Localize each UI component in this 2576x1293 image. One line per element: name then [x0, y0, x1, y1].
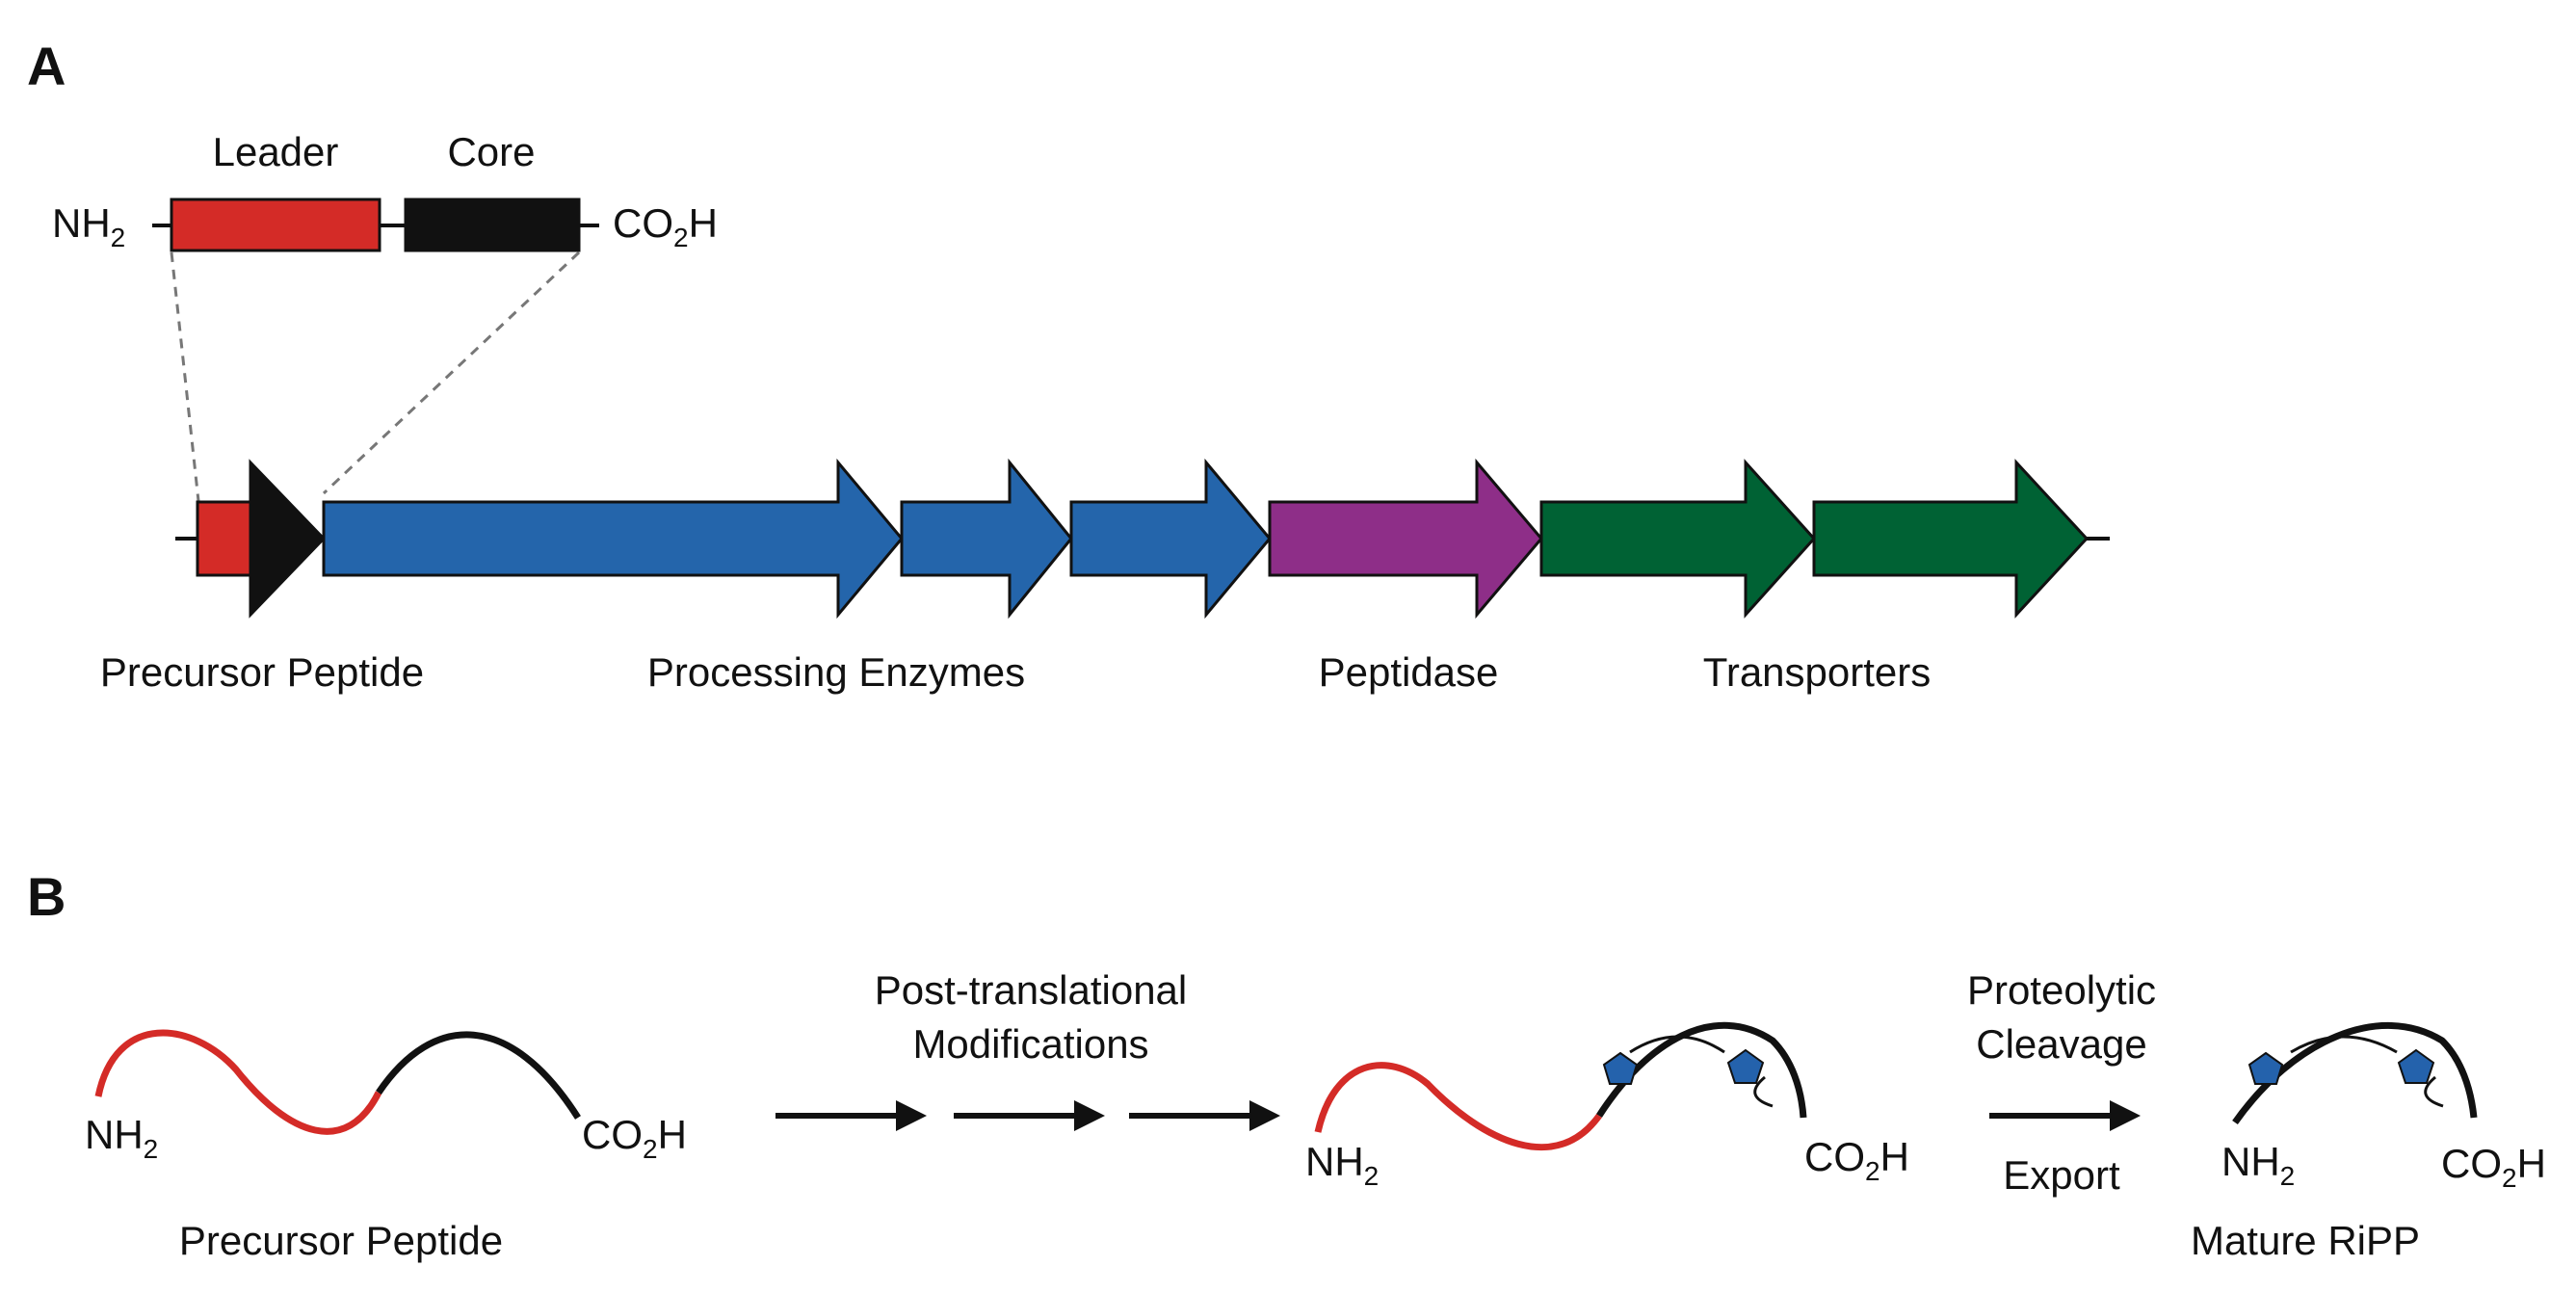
zoom-guide-right [322, 251, 581, 495]
n-terminus-b2: NH2 [1305, 1139, 1379, 1191]
precursor-gene-leader [196, 500, 252, 577]
precursor-peptide-b: NH2 CO2H Precursor Peptide [85, 1029, 687, 1263]
precursor-gene-core [249, 459, 327, 619]
panel-a-letter: A [27, 36, 66, 96]
label-mature-ripp: Mature RiPP [2191, 1218, 2420, 1263]
gene-cluster [175, 458, 2110, 620]
transporter-gene-2 [1812, 459, 2090, 619]
leader-strand [94, 1029, 382, 1135]
leader-domain [170, 198, 381, 252]
peptidase-gene [1268, 458, 1543, 620]
crosslink-2 [1753, 1075, 1774, 1108]
n-terminus-b3: NH2 [2221, 1139, 2295, 1191]
c-terminus-b3: CO2H [2441, 1141, 2546, 1193]
modified-peptide: NH2 CO2H [1305, 1021, 1909, 1191]
n-terminus-b1: NH2 [85, 1112, 158, 1164]
c-terminus-b1: CO2H [582, 1112, 687, 1164]
n-terminus-label: NH2 [52, 200, 125, 252]
label-peptidase: Peptidase [1319, 649, 1499, 695]
label-processing-enzymes: Processing Enzymes [647, 649, 1025, 695]
transporter-gene-1 [1539, 459, 1817, 619]
precursor-domain-diagram: Leader Core NH2 CO2H [52, 129, 718, 502]
processing-enzyme-gene-3 [1069, 458, 1272, 620]
mature-pentagon-1 [2247, 1051, 2284, 1085]
modified-leader-strand [1314, 1062, 1602, 1151]
label-precursor-peptide-b: Precursor Peptide [179, 1218, 503, 1263]
mature-crosslink-1 [2290, 1035, 2398, 1054]
pentagon-modification-1 [1602, 1051, 1639, 1085]
ptm-arrow-3-head [1249, 1100, 1280, 1131]
ptm-arrow-1-head [896, 1100, 927, 1131]
modified-core-strand [1596, 1021, 1807, 1119]
cleavage-label-line1: Proteolytic [1967, 967, 2156, 1013]
ptm-label-line1: Post-translational [875, 967, 1188, 1013]
c-terminus-b2: CO2H [1804, 1134, 1909, 1186]
ptm-arrows [775, 1100, 1280, 1131]
label-precursor-peptide-a: Precursor Peptide [100, 649, 424, 695]
label-transporters: Transporters [1703, 649, 1932, 695]
export-label: Export [2003, 1152, 2120, 1198]
mature-crosslink-2 [2424, 1075, 2444, 1108]
cleavage-arrow-head [2110, 1100, 2141, 1131]
core-domain [404, 198, 581, 252]
cleavage-label-line2: Cleavage [1976, 1021, 2146, 1067]
cleavage-arrow [1989, 1100, 2141, 1131]
mature-core-strand [2232, 1022, 2478, 1125]
zoom-guide-left [170, 251, 200, 502]
core-strand [376, 1031, 581, 1120]
leader-label: Leader [213, 129, 339, 174]
processing-enzyme-gene-1 [322, 458, 904, 620]
core-label: Core [447, 129, 535, 174]
crosslink-1 [1629, 1035, 1725, 1054]
c-terminus-label: CO2H [613, 200, 718, 252]
ptm-label-line2: Modifications [912, 1021, 1148, 1067]
processing-enzyme-gene-2 [900, 458, 1073, 620]
mature-pentagon-2 [2397, 1048, 2435, 1084]
pentagon-modification-2 [1726, 1048, 1765, 1084]
mature-ripp: NH2 CO2H Mature RiPP [2191, 1022, 2546, 1263]
ptm-arrow-2-head [1074, 1100, 1105, 1131]
panel-b-letter: B [27, 866, 66, 927]
